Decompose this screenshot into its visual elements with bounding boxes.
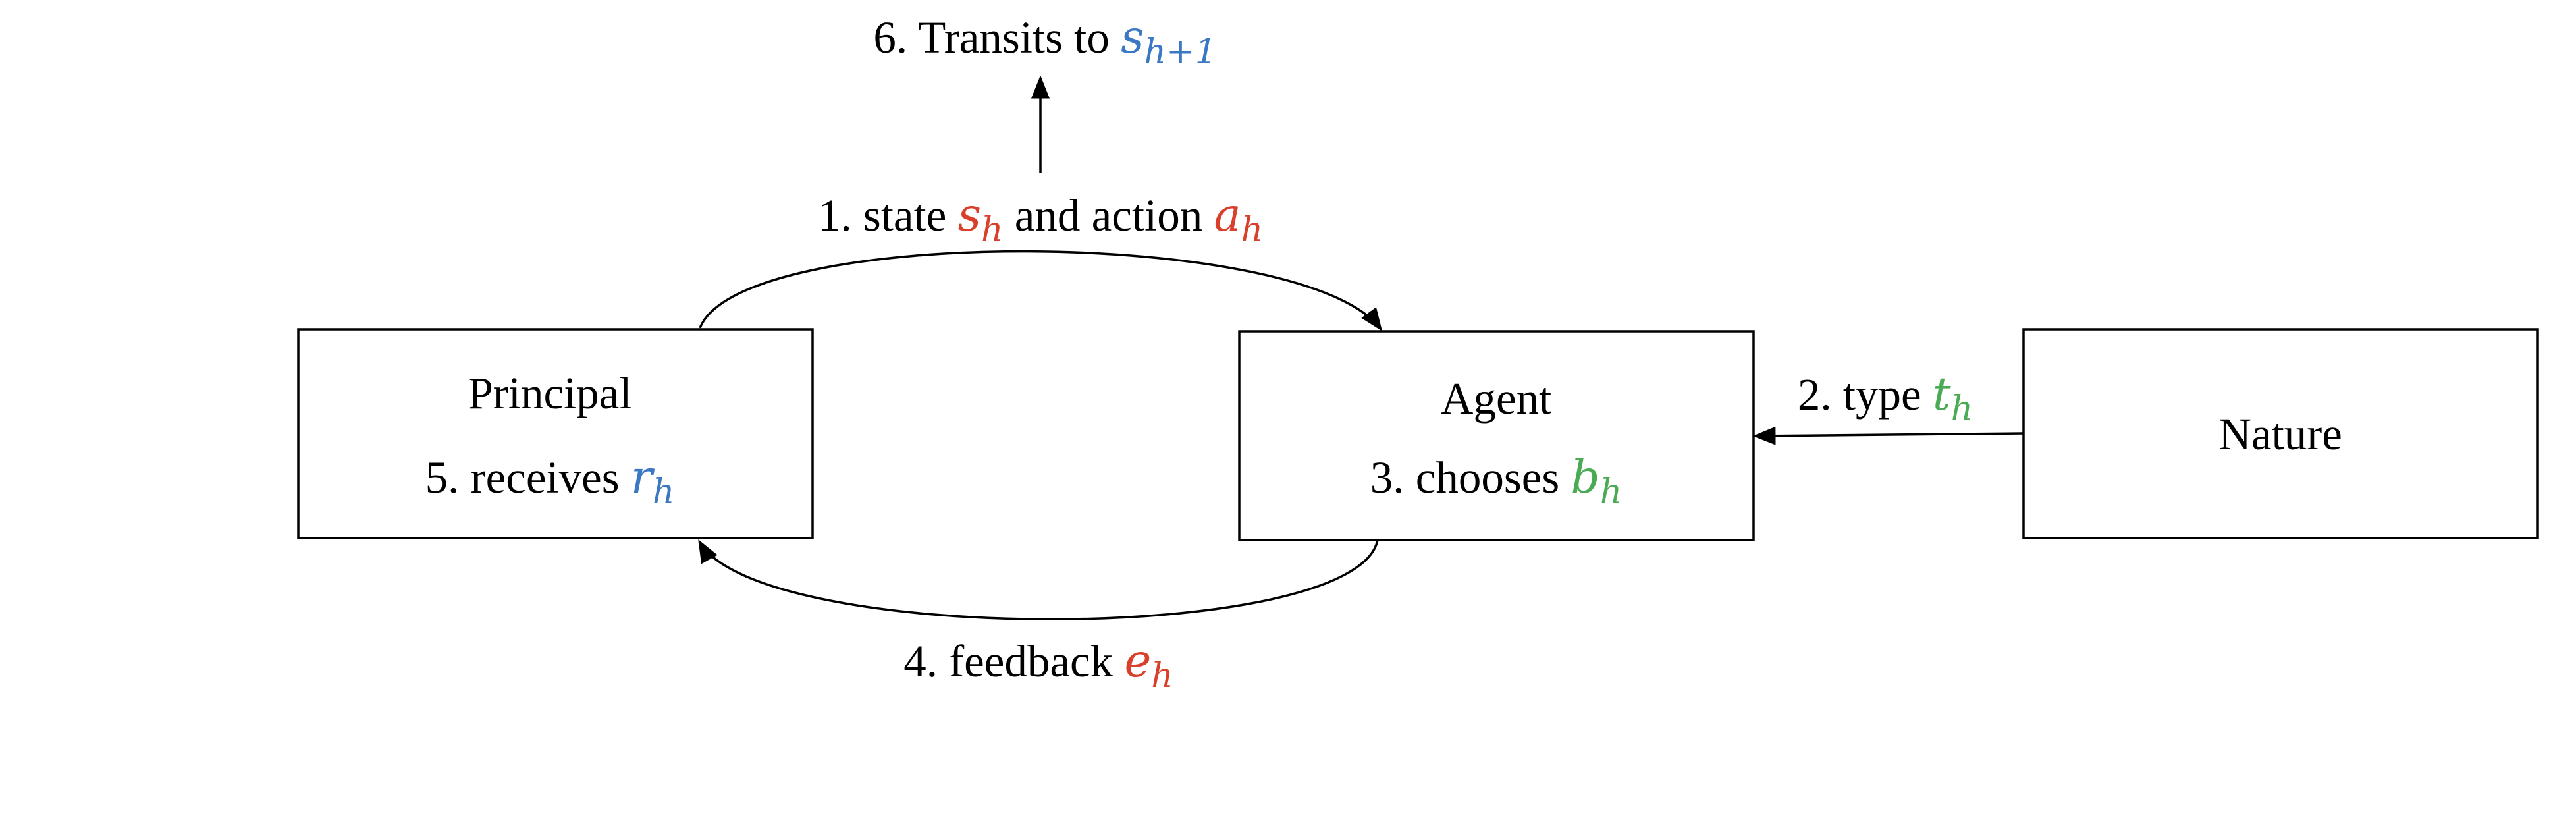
agent-choice-prefix: 3. chooses (1370, 452, 1571, 503)
next-state-variable: s (1121, 11, 1144, 64)
nature-box (2022, 328, 2539, 539)
next-state-subscript: h+1 (1144, 32, 1217, 72)
action-variable: a (1214, 189, 1241, 242)
feedback-variable: e (1124, 635, 1151, 688)
agent-choice-label: 3. chooses bh (1370, 451, 1622, 512)
nature-title: Nature (2218, 409, 2342, 459)
agent-box (1238, 330, 1755, 541)
choice-subscript: h (1600, 472, 1623, 512)
principal-node: Principal 5. receives rh (297, 328, 814, 539)
state-action-label: 1. state sh and action ah (818, 189, 1263, 250)
type-arrow (1752, 426, 2024, 445)
principal-reward-prefix: 5. receives (425, 452, 631, 503)
type-subscript: h (1951, 389, 1973, 429)
reward-subscript: h (653, 472, 675, 512)
type-variable: t (1933, 368, 1951, 421)
state-action-arc (699, 250, 1383, 331)
agent-node: Agent 3. chooses bh (1238, 330, 1755, 541)
feedback-label: 4. feedback eh (903, 635, 1173, 696)
state-action-middle: and action (1004, 190, 1214, 240)
feedback-subscript: h (1151, 656, 1173, 696)
agent-title: Agent (1441, 373, 1552, 424)
state-action-prefix: 1. state (818, 190, 958, 240)
principal-reward-label: 5. receives rh (425, 451, 675, 512)
feedback-arc (698, 539, 1379, 620)
transit-prefix: 6. Transits to (873, 13, 1121, 63)
type-prefix: 2. type (1798, 370, 1933, 420)
feedback-prefix: 4. feedback (903, 636, 1124, 686)
reward-variable: r (631, 451, 655, 504)
state-variable: s (958, 189, 981, 242)
choice-variable: b (1571, 451, 1600, 504)
action-subscript: h (1241, 210, 1264, 250)
principal-box (297, 328, 814, 539)
transit-label: 6. Transits to sh+1 (873, 11, 1216, 72)
nature-node: Nature (2022, 328, 2539, 539)
principal-title: Principal (468, 368, 631, 418)
state-subscript: h (981, 210, 1004, 250)
type-label: 2. type th (1798, 368, 1973, 429)
